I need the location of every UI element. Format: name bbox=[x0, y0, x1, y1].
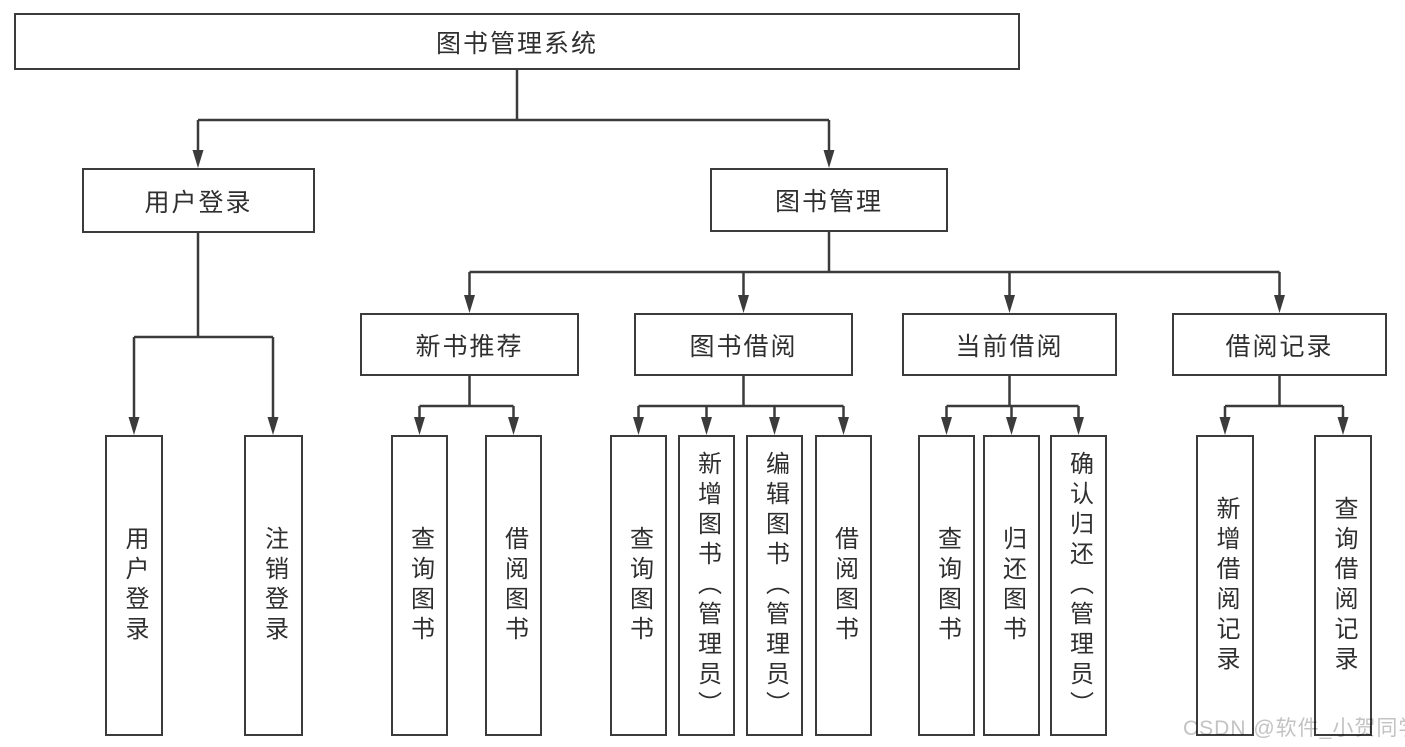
node-label: 新增图书（管理员） bbox=[693, 450, 721, 721]
node-label: 新书推荐 bbox=[415, 332, 524, 361]
node-book-management: 图书管理 bbox=[710, 168, 948, 232]
node-label: 查询图书 bbox=[406, 525, 434, 646]
leaf-current-return-books: 归还图书 bbox=[983, 435, 1040, 736]
node-label: 图书借阅 bbox=[689, 332, 798, 361]
node-label: 当前借阅 bbox=[955, 332, 1064, 361]
node-book-borrowing: 图书借阅 bbox=[634, 313, 853, 376]
leaf-current-query-books: 查询图书 bbox=[918, 435, 975, 736]
node-label: 借阅记录 bbox=[1225, 332, 1334, 361]
leaf-records-query-borrow-record: 查询借阅记录 bbox=[1314, 435, 1372, 736]
leaf-borrowing-borrow-books: 借阅图书 bbox=[815, 435, 872, 736]
node-label: 借阅图书 bbox=[830, 525, 858, 646]
node-label: 查询图书 bbox=[625, 525, 653, 646]
node-library-management-system: 图书管理系统 bbox=[14, 13, 1020, 70]
node-label: 编辑图书（管理员） bbox=[761, 450, 789, 721]
node-user-login: 用户登录 bbox=[82, 168, 315, 233]
node-borrowing-records: 借阅记录 bbox=[1172, 313, 1387, 376]
leaf-current-confirm-return-admin: 确认归还（管理员） bbox=[1050, 435, 1107, 736]
node-label: 图书管理系统 bbox=[435, 29, 598, 58]
leaf-user-login: 用户登录 bbox=[105, 435, 163, 736]
node-label: 借阅图书 bbox=[500, 525, 528, 646]
node-label: 图书管理 bbox=[774, 188, 883, 216]
csdn-watermark: CSDN @软件_小贺同学 bbox=[1183, 717, 1405, 740]
node-label: 新增借阅记录 bbox=[1212, 495, 1239, 676]
leaf-borrowing-add-books-admin: 新增图书（管理员） bbox=[678, 435, 735, 736]
node-label: 归还图书 bbox=[998, 525, 1026, 646]
node-label: 查询图书 bbox=[933, 525, 961, 646]
node-label: 确认归还（管理员） bbox=[1065, 450, 1093, 721]
node-label: 查询借阅记录 bbox=[1330, 495, 1357, 676]
leaf-borrowing-edit-books-admin: 编辑图书（管理员） bbox=[746, 435, 803, 736]
node-label: 注销登录 bbox=[260, 525, 288, 646]
node-current-borrowing: 当前借阅 bbox=[902, 313, 1117, 376]
leaf-borrowing-query-books: 查询图书 bbox=[610, 435, 667, 736]
node-label: 用户登录 bbox=[144, 188, 253, 217]
leaf-recommend-borrow-books: 借阅图书 bbox=[485, 435, 542, 736]
node-new-book-recommend: 新书推荐 bbox=[360, 313, 579, 376]
leaf-records-add-borrow-record: 新增借阅记录 bbox=[1196, 435, 1254, 736]
leaf-recommend-query-books: 查询图书 bbox=[391, 435, 448, 736]
leaf-logout: 注销登录 bbox=[244, 435, 303, 736]
node-label: 用户登录 bbox=[121, 525, 148, 646]
